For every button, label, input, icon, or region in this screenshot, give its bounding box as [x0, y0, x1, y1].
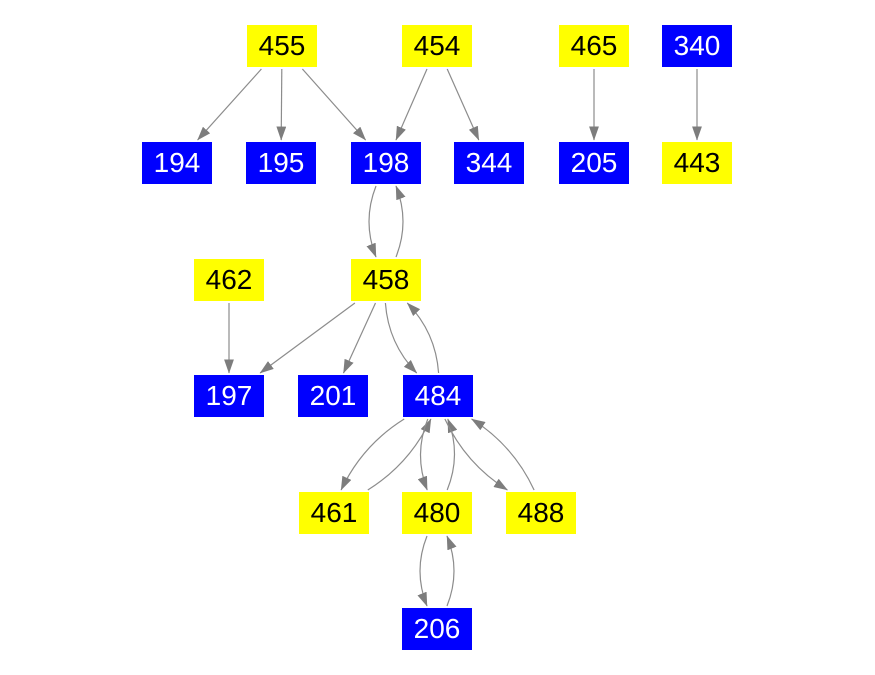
edge-group — [197, 68, 702, 607]
graph-node-340: 340 — [662, 25, 732, 67]
graph-node-194: 194 — [142, 142, 212, 184]
graph-node-344: 344 — [454, 142, 524, 184]
graph-edge-455-198 — [301, 68, 367, 141]
graph-node-484: 484 — [403, 375, 473, 417]
graph-edge-458-198 — [395, 185, 406, 258]
graph-node-443: 443 — [662, 142, 732, 184]
graph-node-465: 465 — [559, 25, 629, 67]
graph-node-480: 480 — [402, 492, 472, 534]
graph-edge-458-197 — [259, 302, 356, 374]
graph-node-201: 201 — [298, 375, 368, 417]
graph-edge-484-480 — [417, 418, 429, 491]
graph-edge-454-344 — [446, 68, 480, 141]
graph-node-206: 206 — [402, 608, 472, 650]
graph-edge-458-201 — [342, 302, 377, 374]
graph-edge-455-195 — [276, 68, 287, 141]
graph-edge-488-484 — [471, 418, 535, 491]
graph-edge-458-484 — [384, 302, 418, 374]
graph-edge-484-488 — [444, 418, 508, 491]
graph-edge-206-480 — [446, 535, 457, 607]
graph-node-488: 488 — [506, 492, 576, 534]
graph-node-195: 195 — [246, 142, 316, 184]
graph-edge-454-198 — [395, 68, 428, 141]
graph-node-454: 454 — [402, 25, 472, 67]
graph-node-458: 458 — [351, 259, 421, 301]
graph-edge-484-461 — [340, 418, 405, 491]
graph-edge-484-458 — [406, 302, 440, 374]
graph-node-455: 455 — [247, 25, 317, 67]
graph-node-461: 461 — [299, 492, 369, 534]
graph-edge-455-194 — [197, 68, 262, 141]
graph-node-462: 462 — [194, 259, 264, 301]
graph-edge-198-458 — [366, 185, 377, 258]
graph-node-198: 198 — [351, 142, 421, 184]
graph-node-205: 205 — [559, 142, 629, 184]
graph-edge-480-206 — [417, 535, 428, 607]
graph-node-197: 197 — [194, 375, 264, 417]
graph-edge-480-484 — [446, 418, 458, 491]
graph-edge-461-484 — [367, 418, 432, 491]
